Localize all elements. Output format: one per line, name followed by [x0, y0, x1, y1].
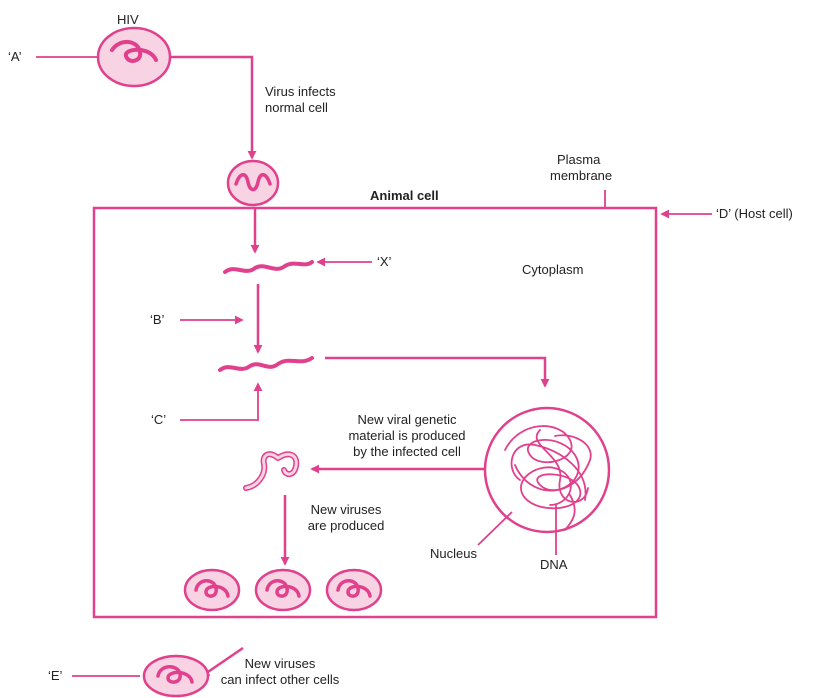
label-infect-other-2: can infect other cells — [210, 672, 350, 688]
viral-dna-strand — [220, 358, 312, 370]
label-new-genetic-2: material is produced — [332, 428, 482, 444]
viral-rna-strand-x — [225, 262, 312, 272]
label-hiv: HIV — [117, 12, 139, 28]
nucleus — [485, 408, 609, 532]
label-cytoplasm: Cytoplasm — [522, 262, 583, 278]
label-new-viruses-2: are produced — [296, 518, 396, 534]
label-e: ‘E’ — [48, 668, 62, 684]
pointer-nucleus — [478, 512, 512, 545]
new-genetic-material — [246, 454, 296, 488]
label-a: ‘A’ — [8, 49, 21, 65]
label-plasma: Plasma — [557, 152, 600, 168]
label-animal-cell: Animal cell — [370, 188, 439, 204]
new-virus-3 — [327, 570, 381, 610]
label-nucleus: Nucleus — [430, 546, 477, 562]
label-new-viruses-1: New viruses — [296, 502, 396, 518]
virus-at-membrane — [228, 161, 278, 205]
label-c: ‘C’ — [151, 412, 166, 428]
label-dna: DNA — [540, 557, 567, 573]
label-new-genetic-3: by the infected cell — [332, 444, 482, 460]
label-virus-infects-2: normal cell — [265, 100, 328, 116]
pointer-c — [180, 384, 258, 420]
label-virus-infects-1: Virus infects — [265, 84, 336, 100]
infection-arrow — [170, 57, 252, 158]
hiv-virus — [98, 28, 170, 86]
label-d-host-cell: ‘D’ (Host cell) — [716, 206, 793, 222]
new-virus-2 — [256, 570, 310, 610]
label-membrane: membrane — [550, 168, 612, 184]
label-x: ‘X’ — [377, 254, 391, 270]
label-new-genetic-1: New viral genetic — [332, 412, 482, 428]
new-virus-1 — [185, 570, 239, 610]
label-infect-other-1: New viruses — [210, 656, 350, 672]
arrow-to-nucleus — [325, 358, 545, 386]
released-virus-e — [144, 656, 208, 696]
label-b: ‘B’ — [150, 312, 164, 328]
